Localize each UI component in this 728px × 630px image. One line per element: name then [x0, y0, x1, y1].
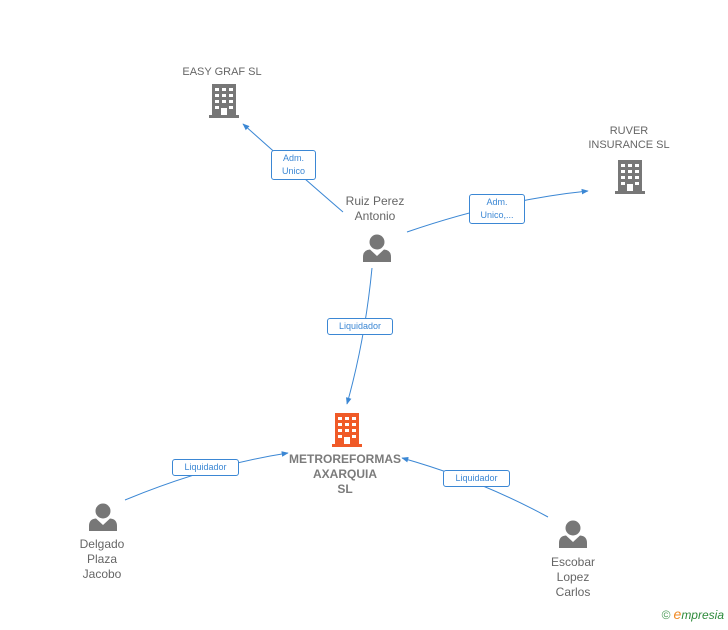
node-label-easy-graf[interactable]: EASY GRAF SL [162, 65, 282, 79]
escobar-name-line3: Carlos [555, 585, 591, 599]
edge-label-adm-unico-ruver[interactable]: Adm. Unico,... [469, 194, 525, 224]
escobar-name-line1: Escobar [550, 555, 596, 569]
delgado-name-line2: Plaza [86, 552, 118, 566]
edge-ruiz-metro [346, 267, 373, 405]
ruiz-name-line1: Ruiz Perez [345, 194, 405, 208]
node-label-escobar[interactable]: Escobar Lopez Carlos [531, 555, 615, 600]
ruver-name-line1: RUVER [609, 125, 649, 137]
metro-name-line3: SL [337, 482, 353, 496]
metro-name-line1: METROREFORMAS [289, 452, 401, 466]
brand-initial: e [673, 606, 682, 622]
edge-label-liquidador-delgado[interactable]: Liquidador [172, 459, 239, 476]
brand-name-rest: mpresia [681, 608, 724, 622]
delgado-name-line3: Jacobo [82, 567, 122, 581]
building-icon-easy-graf[interactable] [209, 84, 239, 118]
edge-label-line2: Unico,... [480, 210, 514, 220]
edge-label-line1: Adm. [486, 197, 508, 207]
edge-label-text: Liquidador [338, 321, 382, 331]
edge-label-line1: Adm. [282, 153, 304, 163]
easy-graf-name: EASY GRAF SL [182, 66, 262, 78]
edge-label-text: Liquidador [455, 473, 498, 483]
ruiz-name-line2: Antonio [354, 209, 396, 223]
metro-name-line2: AXARQUIA [312, 467, 377, 481]
copyright-icon: © [661, 608, 671, 622]
empresia-logo: ©empresia [662, 606, 724, 622]
escobar-name-line2: Lopez [556, 570, 590, 584]
ruver-name-line2: INSURANCE SL [588, 139, 670, 151]
person-icon-ruiz[interactable] [363, 234, 391, 263]
building-icon-metroreformas[interactable] [332, 413, 362, 447]
edge-label-liquidador-ruiz[interactable]: Liquidador [327, 318, 393, 335]
edge-escobar-metro [401, 457, 549, 518]
edge-label-liquidador-escobar[interactable]: Liquidador [443, 470, 510, 487]
edge-label-adm-unico-easy-graf[interactable]: Adm. Unico [271, 150, 316, 180]
node-label-ruiz[interactable]: Ruiz Perez Antonio [315, 194, 435, 224]
person-icon-escobar[interactable] [559, 520, 587, 549]
node-label-delgado[interactable]: Delgado Plaza Jacobo [60, 537, 144, 582]
delgado-name-line1: Delgado [79, 537, 125, 551]
edge-label-text: Liquidador [184, 462, 227, 472]
building-icon-ruver[interactable] [615, 160, 645, 194]
person-icon-delgado[interactable] [89, 503, 117, 532]
edge-label-line2: Unico [281, 166, 305, 176]
node-label-ruver[interactable]: RUVER INSURANCE SL [569, 124, 689, 152]
node-label-metroreformas[interactable]: METROREFORMAS AXARQUIA SL [280, 452, 410, 497]
